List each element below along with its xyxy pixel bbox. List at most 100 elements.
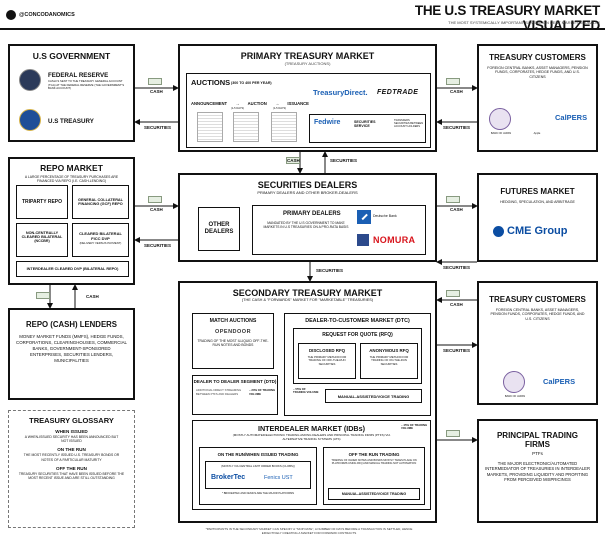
- repo-cell-ficc: CLEARED BILATERAL FICC DVP (DELIVERY VER…: [72, 223, 129, 257]
- flow-note-1: (1-5 DAYS): [231, 107, 245, 110]
- calpers-logo: CalPERS: [555, 113, 588, 122]
- fedwire-logo: Fedwire: [314, 119, 341, 126]
- dtd-desc: ADDITIONAL DIRECT STREAMING BETWEEN PTFs…: [196, 388, 242, 396]
- deutsche-bank-logo: [357, 210, 371, 224]
- glossary-term: OFF THE RUN: [56, 465, 87, 471]
- calpers-logo: CalPERS: [543, 377, 576, 386]
- ptf-box: PRINCIPAL TRADING FIRMS PTFs THE MAJOR E…: [477, 419, 598, 523]
- arrow-right-icon: →: [274, 101, 280, 106]
- secondary-market-subtitle: (THE CASH & "FORWARDS" MARKET FOR "MARKE…: [241, 298, 374, 302]
- primary-dealers-title: PRIMARY DEALERS: [283, 211, 341, 217]
- dtc-box: DEALER-TO-CUSTOMER MARKET (DTC) REQUEST …: [284, 313, 431, 416]
- footnote: *PARTICIPANTS IN THE SECONDARY MARKET CA…: [205, 527, 413, 535]
- nomura-mark-icon: [357, 234, 369, 246]
- ptf-title: PRINCIPAL TRADING FIRMS: [496, 431, 579, 449]
- cash-label: CASH: [287, 158, 300, 163]
- cash-bill-icon: [446, 430, 460, 437]
- bank-of-japan-logo: [503, 371, 525, 393]
- auction-document-thumbnail: [197, 112, 223, 142]
- apple-label: Apple: [533, 132, 541, 135]
- treasury-customers-bottom-title: TREASURY CUSTOMERS: [489, 295, 586, 304]
- federal-reserve-desc: CASH IS SENT TO THE TREASURY GENERAL ACC…: [48, 79, 125, 90]
- fenics-logo: Fenics UST: [264, 475, 293, 481]
- cme-group-logo: CME Group: [493, 225, 568, 237]
- securities-dealers-title: SECURITIES DEALERS: [257, 180, 358, 190]
- flow-announcement: ANNOUNCEMENT: [191, 101, 228, 106]
- securities-label: SECURITIES: [443, 125, 471, 130]
- secondary-market-title: SECONDARY TREASURY MARKET: [232, 288, 383, 298]
- cme-globe-icon: [493, 225, 504, 237]
- idb-box: INTERDEALER MARKET (IDBs) (MOSTLY AUTOMA…: [192, 420, 431, 510]
- secondary-market-box: SECONDARY TREASURY MARKET (THE CASH & "F…: [178, 281, 437, 523]
- federal-reserve-seal-icon: [19, 69, 41, 91]
- bank-of-japan-label: BANK OF JAPAN: [504, 395, 526, 398]
- treasury-seal-icon: [19, 109, 41, 131]
- federal-reserve-name: FEDERAL RESERVE: [48, 72, 109, 79]
- auction-flow: ANNOUNCEMENT → AUCTION → ISSUANCE: [191, 101, 309, 106]
- us-government-title: U.S GOVERNMENT: [32, 51, 111, 61]
- ptf-desc: THE MAJOR ELECTRONIC/AUTOMATED INTERMEDI…: [485, 461, 590, 483]
- arrow-right-icon: →: [235, 101, 240, 106]
- repo-market-title: REPO MARKET: [40, 163, 103, 173]
- deutsche-bank-label: Deutsche Bank: [373, 214, 397, 218]
- fedwire-desc: TRANSFERS SECURITIES BETWEEN ACCOUNT HOL…: [394, 119, 424, 129]
- futures-market-desc: HEDGING, SPECULATION, AND ARBITRAGE: [500, 200, 575, 204]
- flow-auction: AUCTION: [247, 101, 267, 106]
- primary-market-title: PRIMARY TREASURY MARKET: [240, 51, 375, 61]
- repo-lenders-box: REPO (CASH) LENDERS MONEY MARKET FUNDS (…: [8, 308, 135, 400]
- logo-icon: [6, 10, 16, 20]
- securities-dealers-box: SECURITIES DEALERS PRIMARY DEALERS AND O…: [178, 173, 437, 262]
- off-the-run-box: OFF THE RUN TRADING TRADING OF OLDER NOT…: [323, 447, 425, 505]
- glossary-def: A WHEN-ISSUED SECURITY HAS BEEN ANNOUNCE…: [24, 435, 119, 444]
- us-government-box: U.S GOVERNMENT FEDERAL RESERVE CASH IS S…: [8, 44, 135, 142]
- cash-label: CASH: [86, 294, 99, 299]
- dtc-manual-box: MANUAL-ASSISTED/VOICE TRADING: [325, 389, 422, 403]
- match-auctions-box: MATCH AUCTIONS OPENDOOR TRADING OF THE M…: [192, 313, 274, 369]
- ptf-sub: PTFs: [532, 451, 543, 456]
- cash-label: CASH: [450, 302, 463, 307]
- idb-desc: (MOSTLY AUTOMATED/ELECTRONIC TRADING AMO…: [232, 433, 391, 441]
- flow-note-2: (1-5 DAYS): [273, 107, 287, 110]
- cash-label: CASH: [150, 89, 163, 94]
- securities-label: SECURITIES: [330, 158, 358, 163]
- securities-label: SECURITIES: [144, 125, 172, 130]
- cash-bill-icon: [446, 78, 460, 85]
- auctions-box: AUCTIONS (300 TO 400 PER YEAR) ANNOUNCEM…: [186, 73, 431, 148]
- us-treasury-name: U.S TREASURY: [48, 118, 94, 125]
- treasury-customers-bottom-box: TREASURY CUSTOMERS FOREIGN CENTRAL BANKS…: [477, 281, 598, 405]
- securities-dealers-subtitle: PRIMARY DEALERS AND OTHER BROKER-DEALERS: [257, 190, 358, 195]
- header-rule: [0, 28, 605, 30]
- cash-bill-icon: [36, 292, 50, 299]
- dtc-volume-note: ~ 55% OF TRADING VOLUME: [293, 387, 319, 395]
- off-the-run-manual-box: MANUAL-ASSISTED/VOICE TRADING: [328, 488, 420, 500]
- auction-document-thumbnail: [233, 112, 259, 142]
- securities-label: SECURITIES: [443, 265, 471, 270]
- idb-volume-note: ~ 45% OF TRADING VOLUME: [401, 423, 428, 431]
- repo-cell-gcf: GENERAL COLLATERAL FINANCING (GCF) REPO: [72, 185, 129, 219]
- primary-dealers-box: PRIMARY DEALERS MANDATED BY THE U.S GOVE…: [252, 205, 426, 255]
- fedwire-sub: Securities Service: [354, 120, 376, 129]
- securities-label: SECURITIES: [443, 348, 471, 353]
- treasury-customers-bottom-desc: FOREIGN CENTRAL BANKS, ASSET MANAGERS, P…: [490, 308, 585, 321]
- cash-label: CASH: [450, 89, 463, 94]
- brand-handle: @CONCODANOMICS: [19, 12, 75, 18]
- bank-of-japan-label: BANK OF JAPAN: [490, 132, 512, 135]
- auction-document-thumbnail: [271, 112, 297, 142]
- cash-label: CASH: [450, 207, 463, 212]
- dtd-volume-note: ~ 20% OF TRADING VOLUME: [249, 388, 276, 396]
- primary-market-subtitle: (TREASURY AUCTIONS): [284, 61, 331, 66]
- rfq-box: REQUEST FOR QUOTE (RFQ) DISCLOSED RFQ TH…: [293, 328, 422, 384]
- cash-label: CASH: [150, 207, 163, 212]
- treasury-customers-top-box: TREASURY CUSTOMERS FOREIGN CENTRAL BANKS…: [477, 44, 598, 152]
- primary-market-box: PRIMARY TREASURY MARKET (TREASURY AUCTIO…: [178, 44, 437, 152]
- cash-bill-icon: [148, 196, 162, 203]
- glossary-term: ON THE RUN: [57, 447, 86, 453]
- cash-bill-icon: [446, 290, 460, 297]
- nomura-logo: NOMURA: [373, 235, 416, 245]
- page-subtitle: THE MOST SYSTEMICALLY IMPORTANT SOVEREIG…: [448, 20, 600, 25]
- glossary-term: WHEN ISSUED: [55, 429, 88, 434]
- repo-market-box: REPO MARKET A LARGE PERCENTAGE OF TREASU…: [8, 157, 135, 285]
- securities-label: SECURITIES: [316, 268, 344, 273]
- treasury-direct-logo: TreasuryDirect.: [313, 88, 368, 97]
